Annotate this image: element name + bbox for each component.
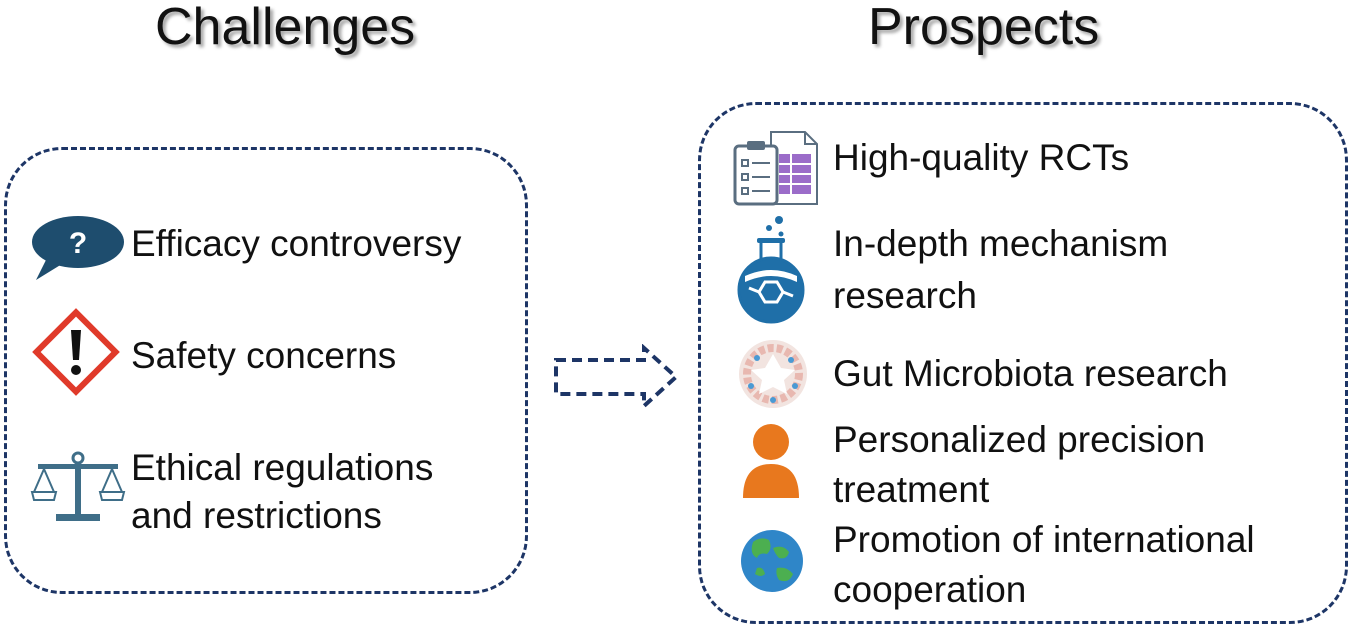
- prospect-item-personalized-line2: treatment: [833, 469, 990, 510]
- dashed-arrow-icon: [554, 344, 679, 410]
- person-icon: [743, 424, 799, 498]
- prospect-item-international-line2: cooperation: [833, 569, 1027, 610]
- prospect-item-international-line1: Promotion of international: [833, 519, 1255, 560]
- microbiota-ring-icon: [739, 340, 807, 408]
- warning-diamond-icon: [32, 308, 120, 396]
- challenge-item-efficacy: Efficacy controversy: [131, 223, 462, 264]
- challenge-item-ethical-line1: Ethical regulations: [131, 447, 434, 488]
- prospect-item-mechanism-line2: research: [833, 275, 977, 316]
- globe-icon: [741, 530, 803, 592]
- prospect-item-mechanism-line1: In-depth mechanism: [833, 223, 1169, 264]
- balance-scale-icon: [30, 451, 126, 521]
- prospect-item-rcts: High-quality RCTs: [833, 137, 1130, 178]
- question-bubble-icon: ?: [32, 216, 124, 280]
- challenges-heading: Challenges: [155, 0, 416, 56]
- challenges-box: [4, 147, 528, 594]
- challenge-item-safety: Safety concerns: [131, 335, 397, 376]
- prospect-item-personalized-line1: Personalized precision: [833, 419, 1206, 460]
- challenge-item-ethical-line2: and restrictions: [131, 495, 382, 536]
- prospects-heading: Prospects: [868, 0, 1100, 56]
- prospect-item-microbiota: Gut Microbiota research: [833, 353, 1228, 394]
- svg-text:?: ?: [69, 227, 87, 260]
- flask-molecule-icon: [737, 216, 805, 324]
- clipboard-document-icon: [733, 131, 818, 206]
- prospects-box: [698, 102, 1348, 624]
